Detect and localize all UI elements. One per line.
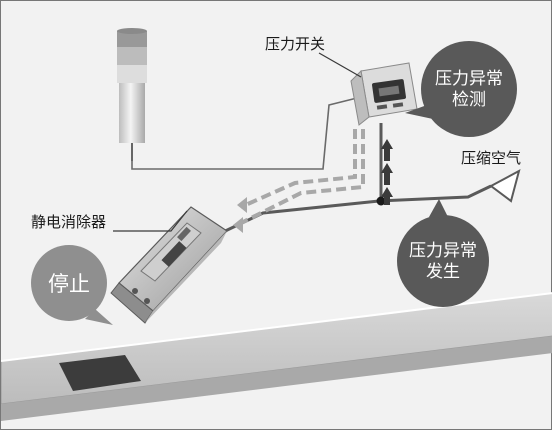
signal-cable	[131, 96, 362, 170]
detection-line-1: 压力异常	[435, 69, 503, 89]
stop-bubble-text: 停止	[48, 272, 90, 296]
occurrence-bubble	[397, 199, 489, 307]
occurrence-line-2: 发生	[426, 262, 460, 283]
stop-signal-arrows	[236, 129, 365, 227]
detection-bubble-text: 压力异常 检测	[421, 69, 517, 112]
pressure-switch-label: 压力开关	[265, 35, 326, 53]
switch-label-leader	[318, 52, 362, 78]
stop-bubble	[31, 245, 113, 325]
conveyor-belt	[1, 292, 552, 421]
signal-tower-lamp	[117, 28, 147, 161]
pressure-switch-unit	[350, 62, 418, 126]
occurrence-line-1: 压力异常	[409, 241, 477, 261]
ionizer-device	[110, 206, 228, 324]
compressed-air-label: 压缩空气	[461, 149, 522, 167]
ionizer-label-leader	[113, 210, 188, 232]
occurrence-bubble-text: 压力异常 发生	[397, 241, 489, 284]
ionizer-label: 静电消除器	[31, 213, 107, 231]
air-line	[220, 123, 521, 235]
workpiece	[59, 355, 141, 391]
detection-bubble	[405, 41, 517, 137]
detection-line-2: 检测	[452, 90, 486, 111]
pressure-signal-arrows	[381, 139, 393, 205]
